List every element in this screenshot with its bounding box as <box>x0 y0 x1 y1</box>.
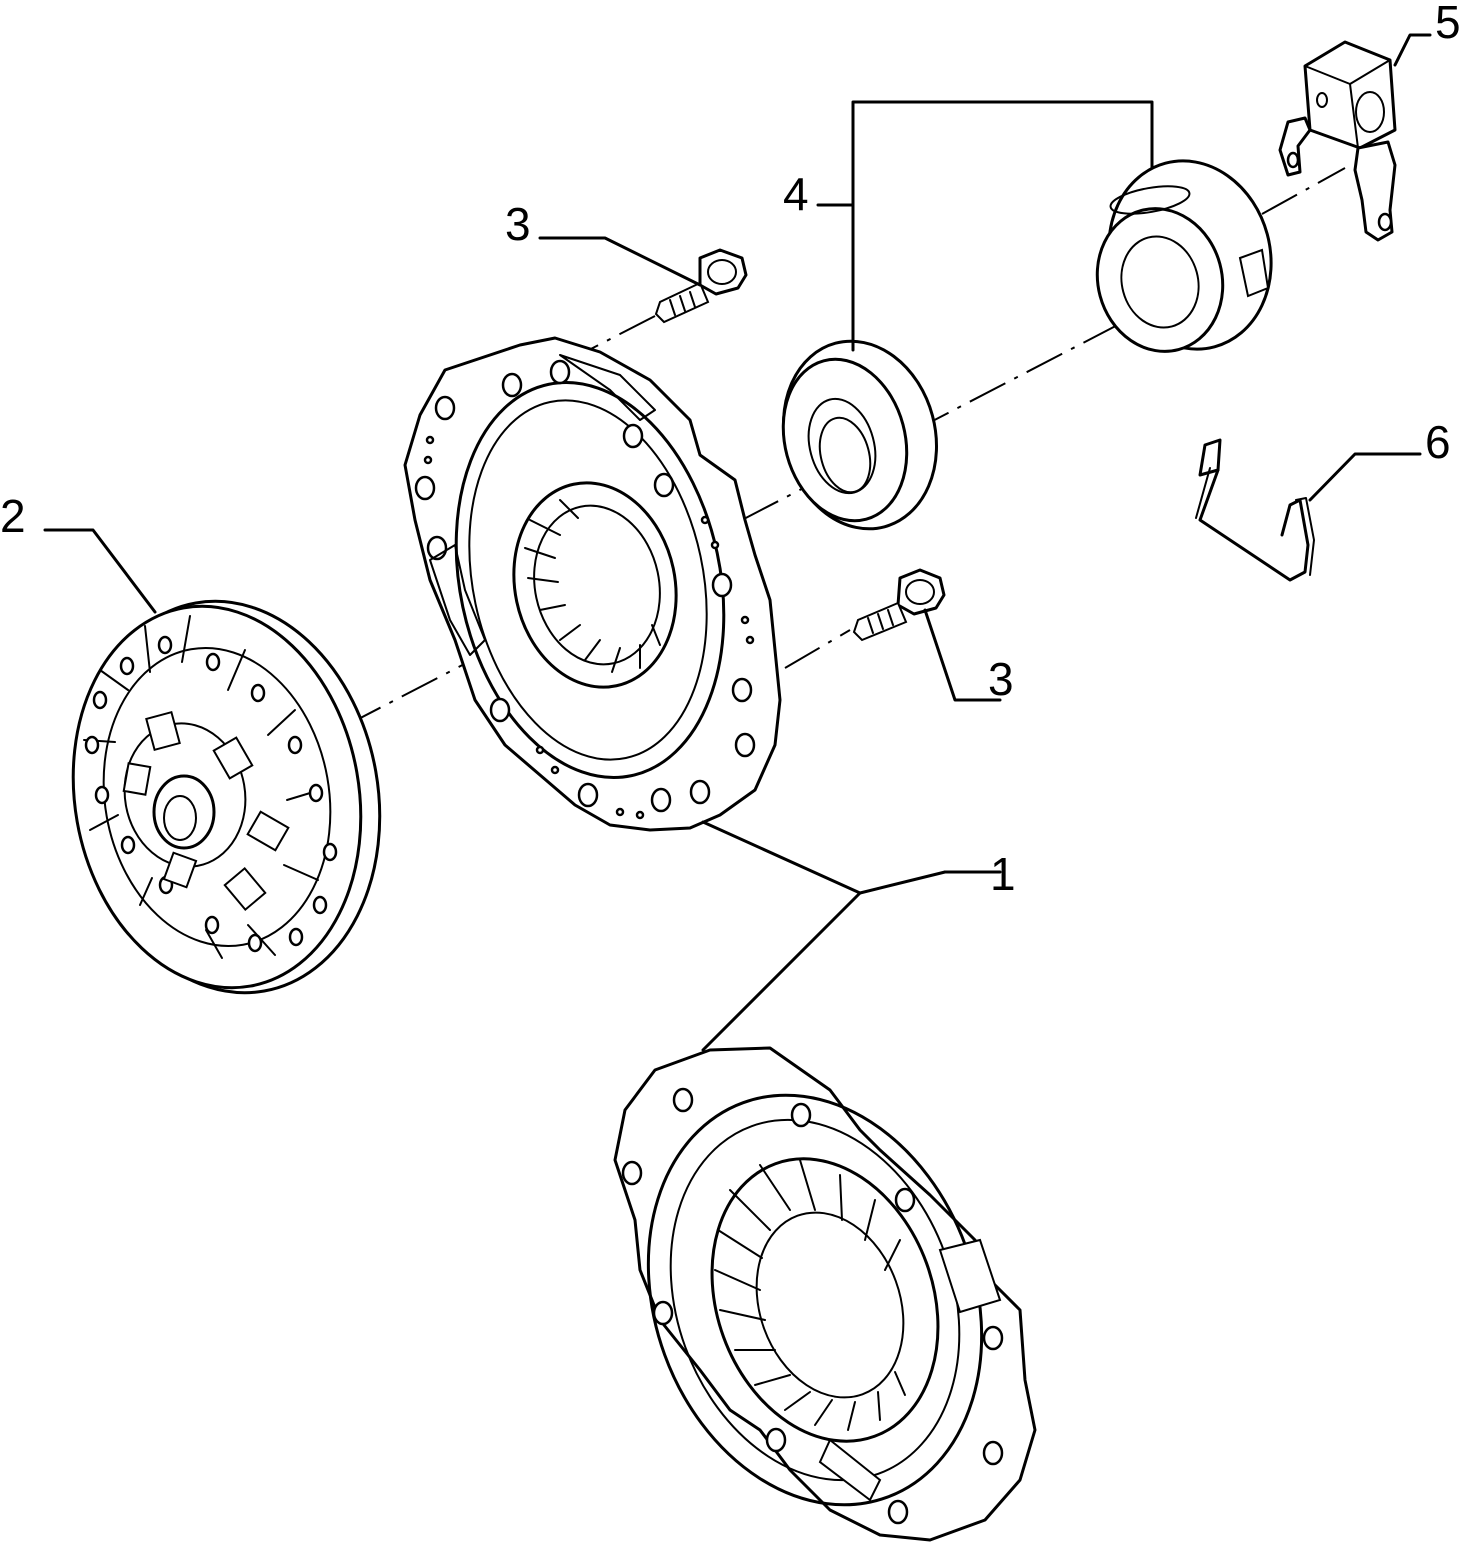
damper-springs <box>122 710 290 912</box>
diaphragm-fingers <box>524 499 661 673</box>
bolt-top <box>654 248 748 324</box>
callout-1: 1 <box>990 848 1016 900</box>
callout-6: 6 <box>1425 416 1451 468</box>
callout-4: 4 <box>783 168 809 220</box>
spring-clip <box>1195 438 1315 582</box>
release-bearing-rear <box>1095 159 1273 353</box>
callout-labels: 1 2 3 3 4 5 6 <box>0 0 1461 900</box>
fork-bracket <box>1278 40 1397 242</box>
clutch-disc <box>71 599 382 995</box>
pressure-plate-assembled <box>403 336 782 832</box>
detail-diaphragm-fingers <box>714 1159 906 1431</box>
callout-5: 5 <box>1435 0 1461 48</box>
callout-2: 2 <box>0 490 26 542</box>
release-bearing-front <box>781 339 939 531</box>
plate-bolt-holes <box>414 359 756 813</box>
disc-rivet-holes <box>84 635 338 953</box>
leader-lines <box>43 33 1432 1052</box>
callout-3-bottom: 3 <box>988 653 1014 705</box>
plate-small-holes <box>423 435 755 820</box>
pressure-plate-detail <box>613 1046 1037 1542</box>
bolt-bottom <box>852 568 946 642</box>
detail-bolt-holes <box>621 1087 1004 1525</box>
callout-3-top: 3 <box>505 198 531 250</box>
